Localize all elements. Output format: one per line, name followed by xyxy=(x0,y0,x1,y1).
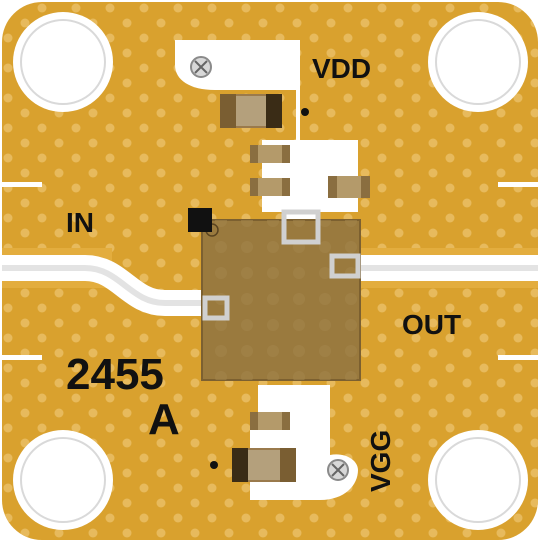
edge-notch-right-top xyxy=(498,182,538,187)
mounting-hole-top-left xyxy=(13,12,113,112)
capacitor-c4 xyxy=(328,176,370,198)
mounting-hole-bottom-right xyxy=(428,430,528,530)
mounting-hole-bottom-left xyxy=(13,430,113,530)
capacitor-c5 xyxy=(250,412,290,430)
edge-notch-left-top xyxy=(2,182,42,187)
polarity-dot-vdd xyxy=(301,108,309,116)
vdd-via-pad xyxy=(190,56,212,78)
edge-notch-right-bottom xyxy=(498,355,538,360)
rf-input-line xyxy=(2,265,222,306)
bond-pad-out xyxy=(329,253,361,279)
vdd-bias-trace xyxy=(175,40,358,240)
label-revision: A xyxy=(148,395,180,444)
label-vgg: VGG xyxy=(365,430,396,492)
bond-pad-vdd xyxy=(281,209,321,245)
capacitor-c2 xyxy=(250,145,290,163)
label-part-number: 2455 xyxy=(66,350,164,399)
mounting-hole-top-right xyxy=(428,12,528,112)
capacitor-c6 xyxy=(232,448,296,482)
edge-notch-left-bottom xyxy=(2,355,42,360)
capacitor-c1 xyxy=(220,94,282,128)
label-in: IN xyxy=(66,207,94,238)
vgg-via-pad xyxy=(327,459,349,481)
pin1-marker xyxy=(188,208,212,232)
polarity-dot-vgg xyxy=(210,461,218,469)
label-vdd: VDD xyxy=(312,53,371,84)
bond-pad-in xyxy=(202,295,230,321)
label-out: OUT xyxy=(402,309,461,340)
capacitor-c3 xyxy=(250,178,290,196)
